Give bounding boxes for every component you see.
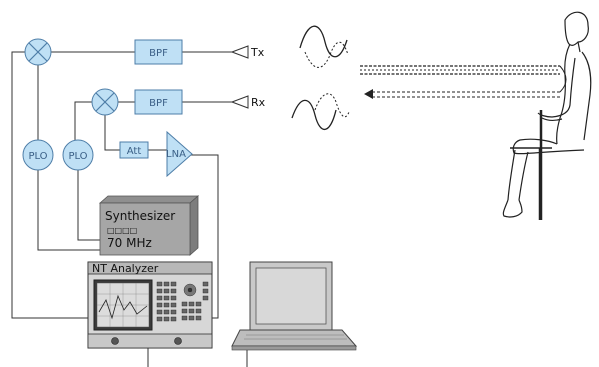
tx-wave-icon — [299, 25, 349, 68]
wiring — [11, 51, 248, 367]
wire-mixer2-att — [104, 115, 120, 151]
bpf-tx-block: BPF — [134, 39, 183, 65]
wire-plo1-synth — [37, 170, 100, 251]
bpf-rx-block: BPF — [134, 89, 183, 115]
bpf-tx-label: BPF — [149, 48, 168, 59]
plo-1: PLO — [22, 139, 54, 171]
plo1-label: PLO — [28, 151, 47, 162]
tx-antenna: Tx — [231, 45, 265, 59]
lna-block: LNA — [166, 130, 193, 178]
analyzer-controls — [156, 281, 209, 322]
analyzer-ports — [87, 333, 213, 349]
wire-plo2-synth — [77, 170, 100, 241]
laptop-computer — [231, 261, 358, 351]
analyzer-title: NT Analyzer — [92, 262, 159, 275]
network-analyzer: NT Analyzer — [87, 261, 213, 349]
plo-2: PLO — [62, 139, 94, 171]
attenuator-block: Att — [119, 141, 149, 159]
signal-beams — [360, 65, 567, 99]
rx-antenna: Rx — [231, 95, 266, 109]
synthesizer-title: Synthesizer — [105, 209, 175, 223]
synthesizer-unit: Synthesizer □□□□ 70 MHz — [98, 195, 200, 256]
synthesizer-subtext: □□□□ — [107, 226, 137, 235]
wire-mixer1-analyzer — [11, 51, 90, 319]
rx-wave-icon — [291, 93, 350, 131]
mixer-1 — [24, 38, 52, 66]
plo2-label: PLO — [68, 151, 87, 162]
att-label: Att — [127, 146, 142, 157]
rx-label: Rx — [251, 96, 266, 109]
synthesizer-frequency: 70 MHz — [107, 236, 152, 250]
bpf-rx-label: BPF — [149, 98, 168, 109]
wire-mixer2-plo2 — [74, 101, 92, 140]
seated-person-illustration — [502, 11, 592, 220]
mixer-2 — [91, 88, 119, 116]
lna-label: LNA — [166, 149, 186, 160]
analyzer-screen — [93, 279, 153, 331]
tx-label: Tx — [250, 46, 265, 59]
wire-lna-analyzer — [190, 154, 219, 319]
